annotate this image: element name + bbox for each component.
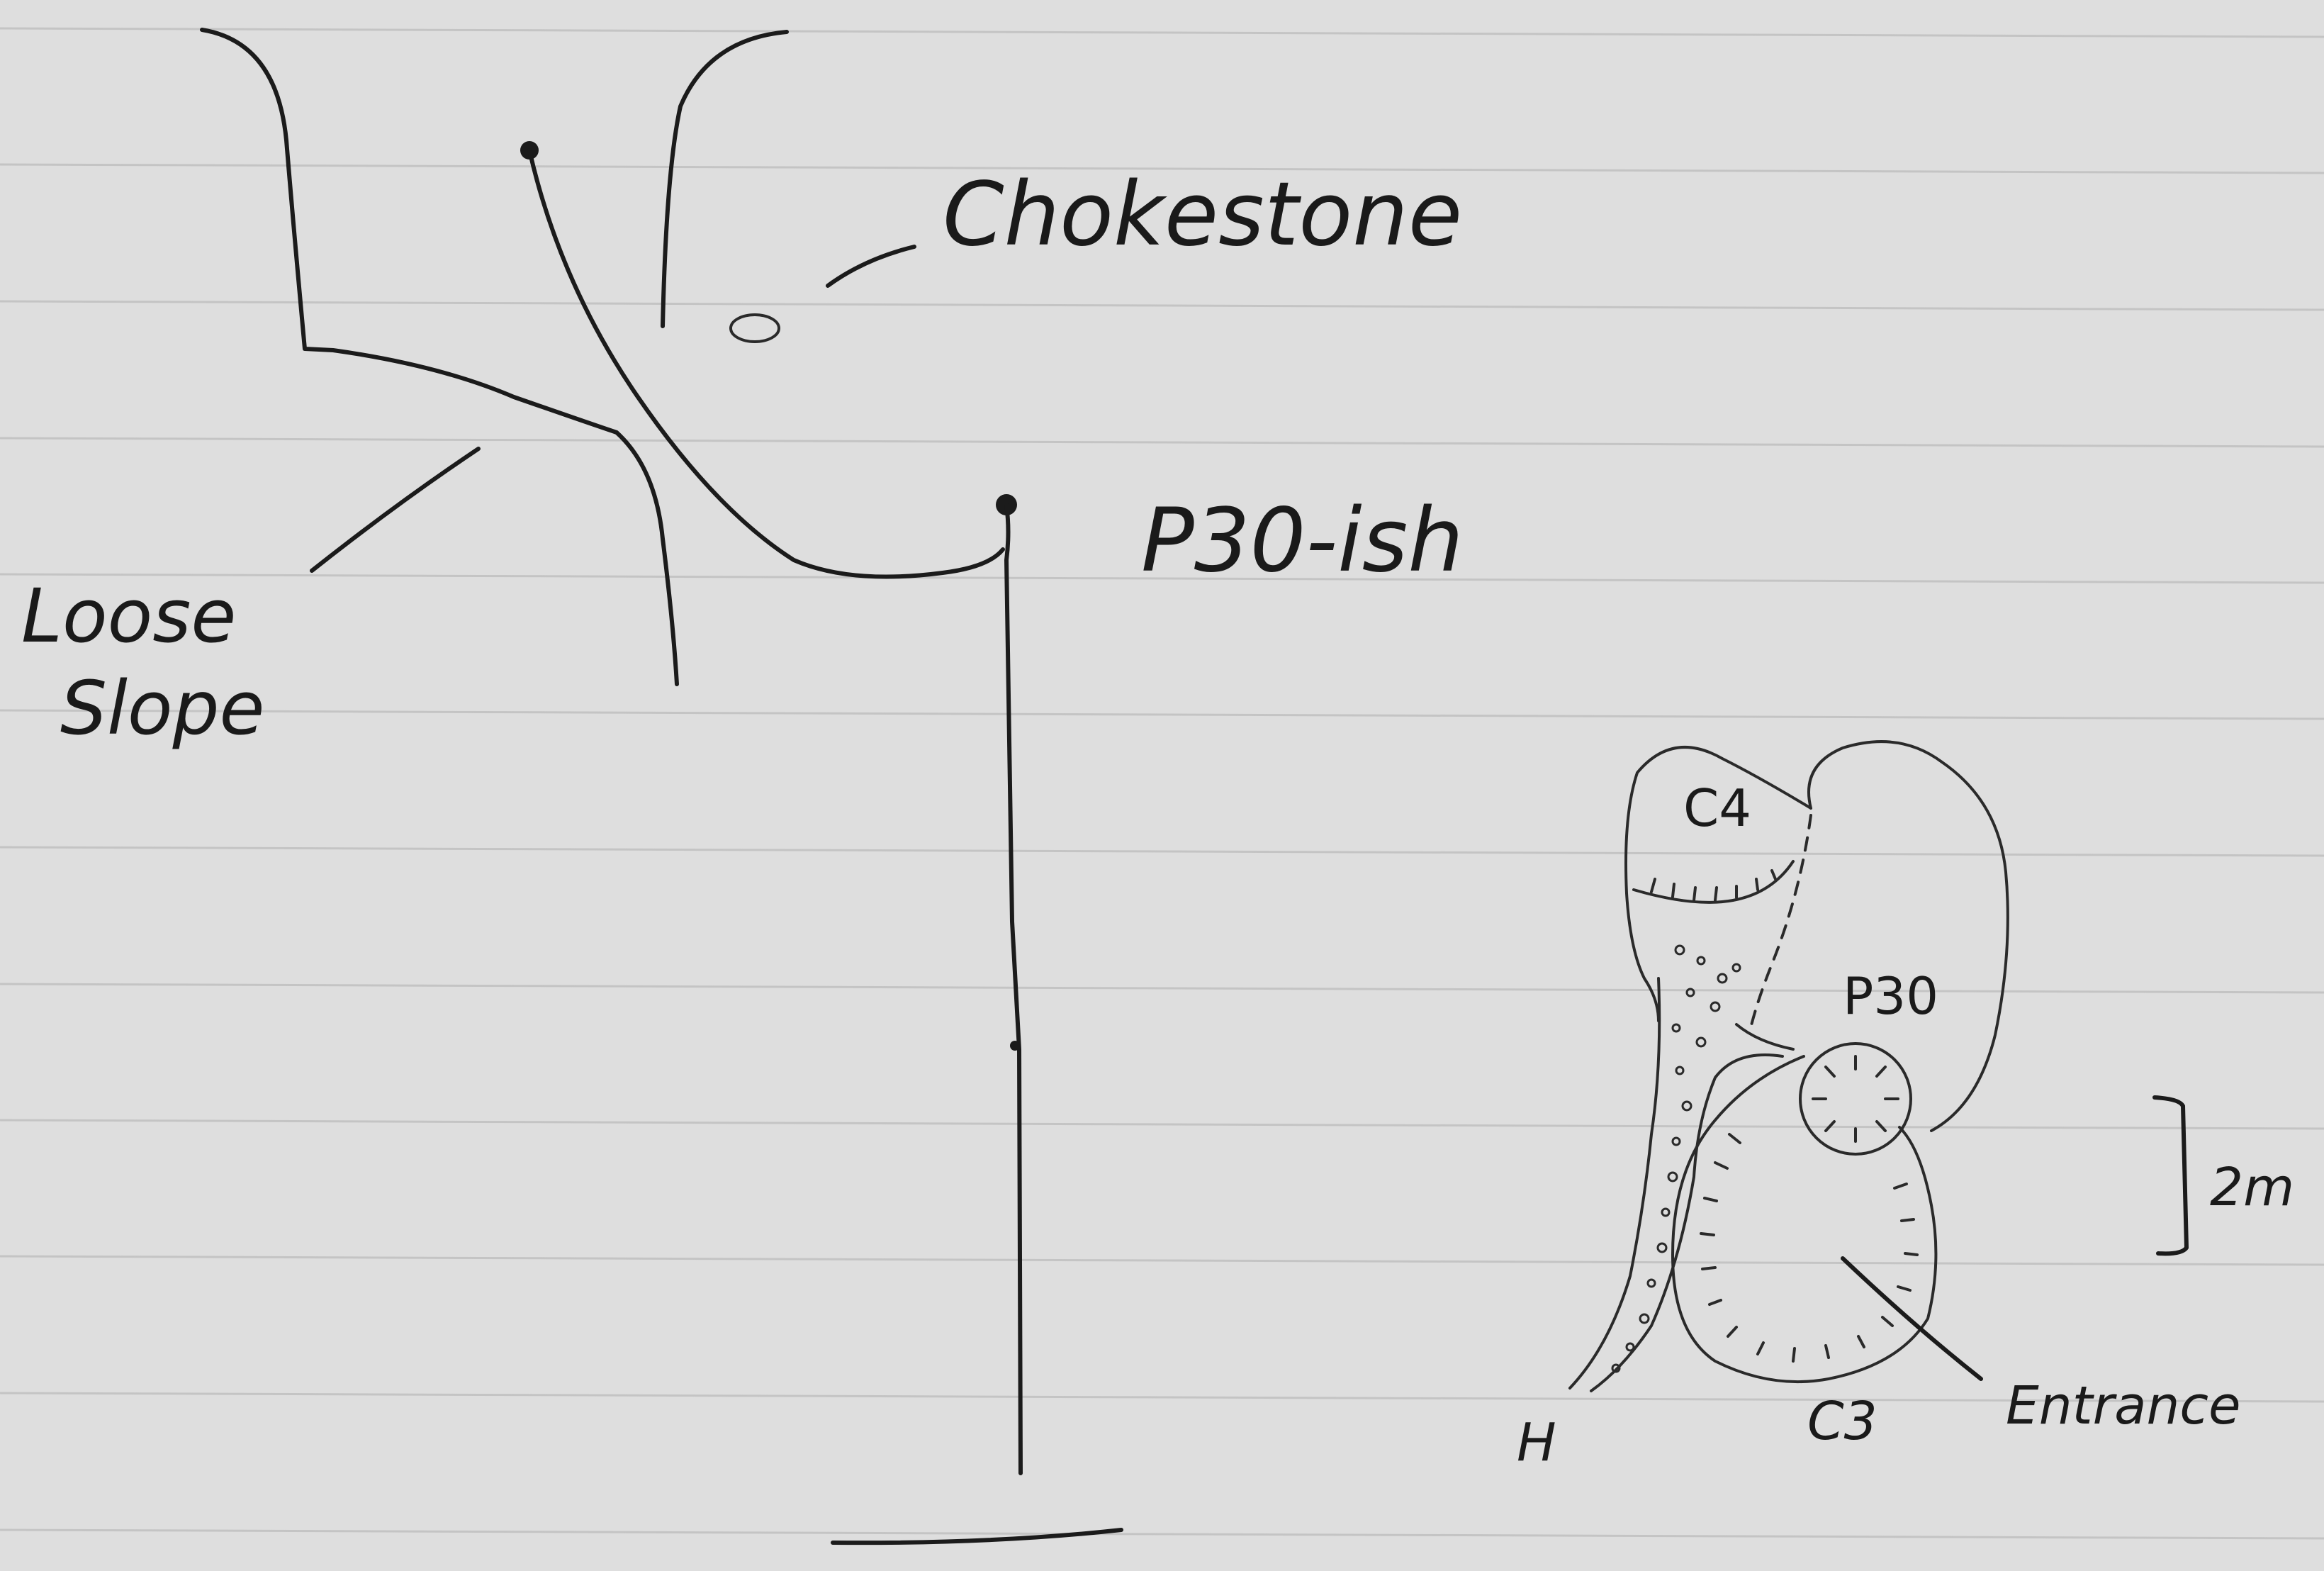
c3-hatching	[1700, 1133, 1919, 1363]
p30-shaft-hatching	[1812, 1055, 1899, 1143]
c4-dividing-line	[1749, 814, 1812, 1029]
c4-pit-rim	[1632, 860, 1795, 904]
p30-ish-label: P30-ish	[1141, 490, 1464, 592]
scale-label: 2m	[2210, 1157, 2294, 1218]
c4-label: C4	[1683, 778, 1751, 838]
loose-slope-leader-line	[310, 447, 481, 573]
p30-shaft	[1799, 1042, 1912, 1156]
chokestone-label: Chokestone	[943, 164, 1462, 266]
passage-left-wall	[1568, 977, 1661, 1390]
left-wall-line	[200, 28, 619, 435]
pitch-rebelay-marker	[1010, 1041, 1020, 1051]
lower-slope-line	[614, 430, 679, 686]
loose-slope-label-line1: Loose	[21, 573, 236, 659]
entrance-label: Entrance	[2006, 1375, 2241, 1436]
elevation-sketch	[200, 28, 1123, 1545]
right-upper-wall-line	[661, 30, 789, 328]
loose-rubble-dots	[1611, 944, 1741, 1373]
c3-label: C3	[1807, 1391, 1877, 1452]
entrance-leader-line	[1841, 1256, 1983, 1381]
scale-bar	[2152, 1095, 2189, 1256]
chokestone-marker	[729, 313, 780, 343]
plan-sketch	[1568, 740, 2189, 1392]
h-label: H	[1517, 1412, 1556, 1473]
ruled-lines	[0, 27, 2324, 1540]
rope-line	[527, 148, 1005, 579]
p30-label: P30	[1843, 966, 1938, 1026]
p30-pitch-line	[1004, 503, 1023, 1475]
chamber-outline	[1624, 740, 2009, 1132]
chokestone-leader-line	[826, 245, 916, 288]
passage-junction	[1735, 1023, 1795, 1051]
c3-chamber-outline	[1671, 1055, 1938, 1384]
floor-line	[831, 1528, 1123, 1545]
passage-right-wall	[1590, 1053, 1784, 1392]
c4-pit-hatching	[1650, 869, 1777, 902]
loose-slope-label-line2: Slope	[60, 665, 265, 751]
